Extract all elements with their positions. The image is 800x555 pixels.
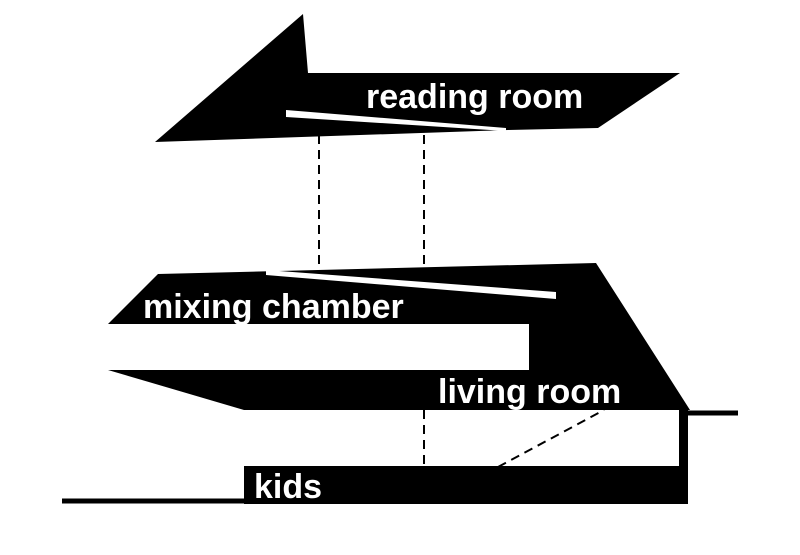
label-living-room: living room [438,373,621,411]
right-wall [679,410,688,504]
label-mixing-chamber: mixing chamber [143,288,404,326]
reading-room-volume [155,14,680,142]
mixing-chamber-slot [266,270,556,299]
ramp-dashed [497,409,605,468]
reading-room-slot [286,110,506,131]
label-reading-room: reading room [366,78,583,116]
kids-volume [244,466,688,504]
living-room-volume [108,370,529,410]
mixing-chamber-volume [108,263,690,410]
label-kids: kids [254,468,322,506]
